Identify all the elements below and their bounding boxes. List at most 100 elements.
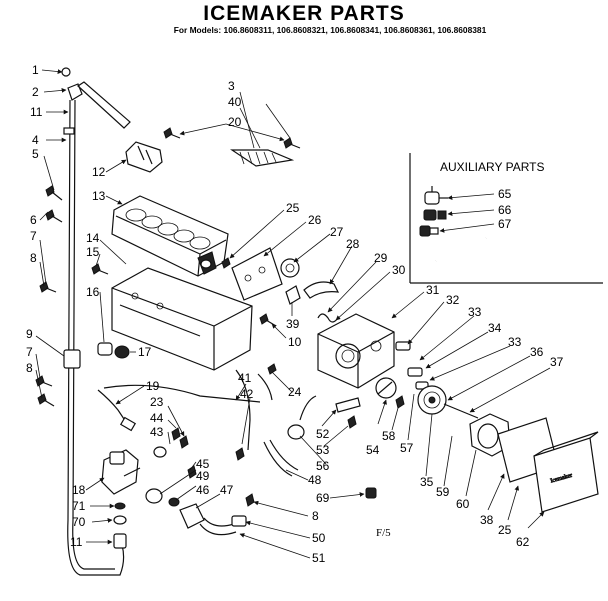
callout: 59	[436, 485, 450, 499]
callout: 53	[316, 443, 330, 457]
drive-gear	[280, 258, 300, 278]
callout: 16	[86, 285, 100, 299]
fill-cup-cover	[230, 149, 295, 167]
switch	[407, 367, 423, 377]
leader-lines	[35, 69, 551, 559]
screw	[37, 393, 55, 407]
screw	[283, 137, 301, 149]
callout: 67	[498, 217, 512, 231]
inlet-elbow	[145, 488, 247, 536]
callout: 12	[92, 165, 106, 179]
auxiliary-parts-box: AUXILIARY PARTS	[409, 153, 603, 284]
callout-numbers: 1 2 11 4 5 12 13 6 7 8 14 15 16 17 9 7 8…	[26, 63, 564, 565]
callout: 34	[488, 321, 502, 335]
callout: 2	[32, 85, 39, 99]
front-cover: Icemaker	[533, 431, 599, 513]
lever-arm	[303, 281, 340, 299]
aux-fitting-part	[419, 225, 439, 237]
callout: 28	[346, 237, 360, 251]
spring	[317, 313, 339, 323]
screw	[39, 281, 57, 293]
callout: 41	[238, 371, 252, 385]
valve-washer	[114, 502, 126, 510]
callout: 9	[26, 327, 33, 341]
figure-code: F/5	[376, 527, 391, 539]
callout: 25	[286, 201, 300, 215]
callout: 32	[446, 293, 460, 307]
timing-gear	[417, 385, 447, 415]
aux-fitting-part	[423, 209, 447, 221]
callout: 20	[228, 115, 242, 129]
callout: 8	[30, 251, 37, 265]
callout: 3	[228, 79, 235, 93]
callout: 43	[150, 425, 164, 439]
callout: 17	[138, 345, 152, 359]
screw	[267, 363, 277, 375]
callout: 30	[392, 263, 406, 277]
callout: 51	[312, 551, 326, 565]
tube-fitting	[113, 533, 127, 549]
callout: 38	[480, 513, 494, 527]
callout: 65	[498, 187, 512, 201]
callout: 45	[196, 457, 210, 471]
ice-mold	[111, 195, 229, 277]
callout: 47	[220, 483, 234, 497]
callout: 42	[240, 387, 254, 401]
screw	[179, 435, 189, 449]
callout: 39	[286, 317, 300, 331]
cam	[285, 285, 301, 305]
callout: 60	[456, 497, 470, 511]
callout: 24	[288, 385, 302, 399]
callout: 26	[308, 213, 322, 227]
switch	[395, 341, 411, 351]
callout: 19	[146, 379, 160, 393]
callout: 57	[400, 441, 414, 455]
aux-valve-part	[424, 186, 448, 205]
auxiliary-parts-title: AUXILIARY PARTS	[440, 160, 545, 174]
shutoff-lever	[335, 377, 397, 413]
callout: 5	[32, 147, 39, 161]
callout: 23	[150, 395, 164, 409]
water-fill-tube	[61, 67, 131, 576]
callout: 6	[30, 213, 37, 227]
callout: 40	[228, 95, 242, 109]
shaft	[443, 403, 479, 419]
screw	[245, 493, 255, 507]
callout: 69	[316, 491, 330, 505]
callout: 31	[426, 283, 440, 297]
ice-mold-heater-housing	[111, 267, 253, 371]
callout: 50	[312, 531, 326, 545]
callout: 4	[32, 133, 39, 147]
callout: 8	[26, 361, 33, 375]
model-list: For Models: 106.8608311, 106.8608321, 10…	[174, 25, 487, 35]
callout: 11	[30, 105, 43, 119]
support-plate	[231, 247, 283, 301]
callout: 35	[420, 475, 434, 489]
screw	[45, 209, 63, 223]
callout: 25	[498, 523, 512, 537]
screw	[171, 427, 181, 441]
callout: 52	[316, 427, 330, 441]
aux-tube-part	[435, 236, 487, 263]
callout: 44	[150, 411, 164, 425]
callout: 33	[468, 305, 482, 319]
nut	[365, 487, 377, 499]
callout: 49	[196, 469, 210, 483]
shutoff-arm	[125, 141, 163, 173]
fill-valve	[101, 449, 141, 495]
callout: 58	[382, 429, 396, 443]
callout: 48	[308, 473, 322, 487]
screw	[235, 447, 245, 461]
callout: 8	[312, 509, 319, 523]
callout: 13	[92, 189, 106, 203]
motor-housing	[317, 313, 395, 389]
thermostat	[97, 342, 130, 359]
grommet	[153, 446, 167, 458]
screw	[91, 263, 109, 275]
callout: 36	[530, 345, 544, 359]
screw	[221, 257, 231, 269]
callout: 46	[196, 483, 210, 497]
callout: 71	[72, 499, 86, 513]
mounting-plate	[63, 349, 81, 369]
